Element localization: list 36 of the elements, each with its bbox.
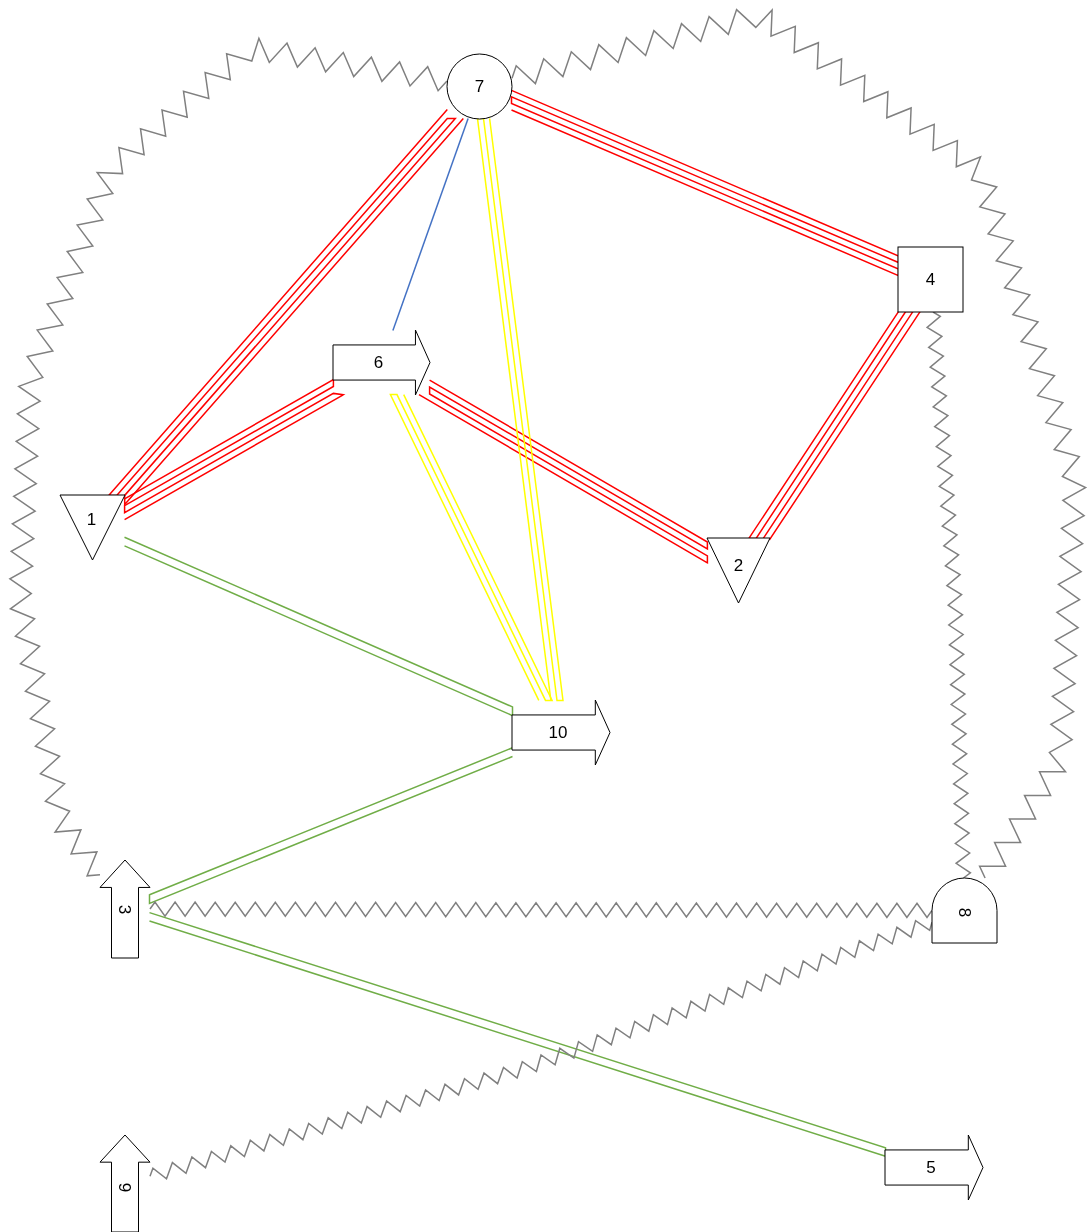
triple-line-connector (476, 117, 564, 702)
triangle-node (60, 495, 125, 560)
double-line-connector (148, 747, 514, 905)
quad-line-connector (747, 310, 921, 541)
node-label: 8 (956, 907, 973, 918)
square-node (898, 247, 963, 312)
node-label: 3 (116, 904, 134, 914)
up-arrow-node (100, 1135, 150, 1232)
quad-line-connector (510, 89, 900, 277)
up-arrow-node (100, 860, 150, 958)
quad-line-connector (107, 108, 465, 507)
right-arrow-node (885, 1135, 983, 1200)
zigzag-connector (149, 900, 933, 919)
node-label: 10 (548, 724, 568, 741)
quad-line-connector (418, 379, 709, 565)
zigzag-connector (925, 311, 972, 879)
zigzag-connector (8, 36, 448, 877)
zigzag-connector (511, 8, 1088, 879)
node-label: 5 (926, 1159, 936, 1176)
node-label: 1 (86, 511, 97, 528)
rounded-top-node (932, 878, 997, 943)
double-line-connector (123, 536, 514, 717)
quad-line-connector (123, 378, 346, 521)
double-line-connector (148, 911, 887, 1158)
node-label: 6 (373, 354, 384, 371)
line-connector (392, 117, 469, 332)
circle-node (447, 54, 512, 119)
triangle-node (707, 538, 770, 603)
node-label: 7 (474, 78, 485, 95)
node-label: 9 (116, 1182, 134, 1193)
node-label: 2 (733, 557, 744, 574)
right-arrow-node (512, 700, 610, 765)
right-arrow-node (333, 330, 430, 395)
node-label: 4 (925, 271, 936, 288)
triple-line-connector (389, 393, 554, 702)
zigzag-connector (149, 919, 933, 1181)
